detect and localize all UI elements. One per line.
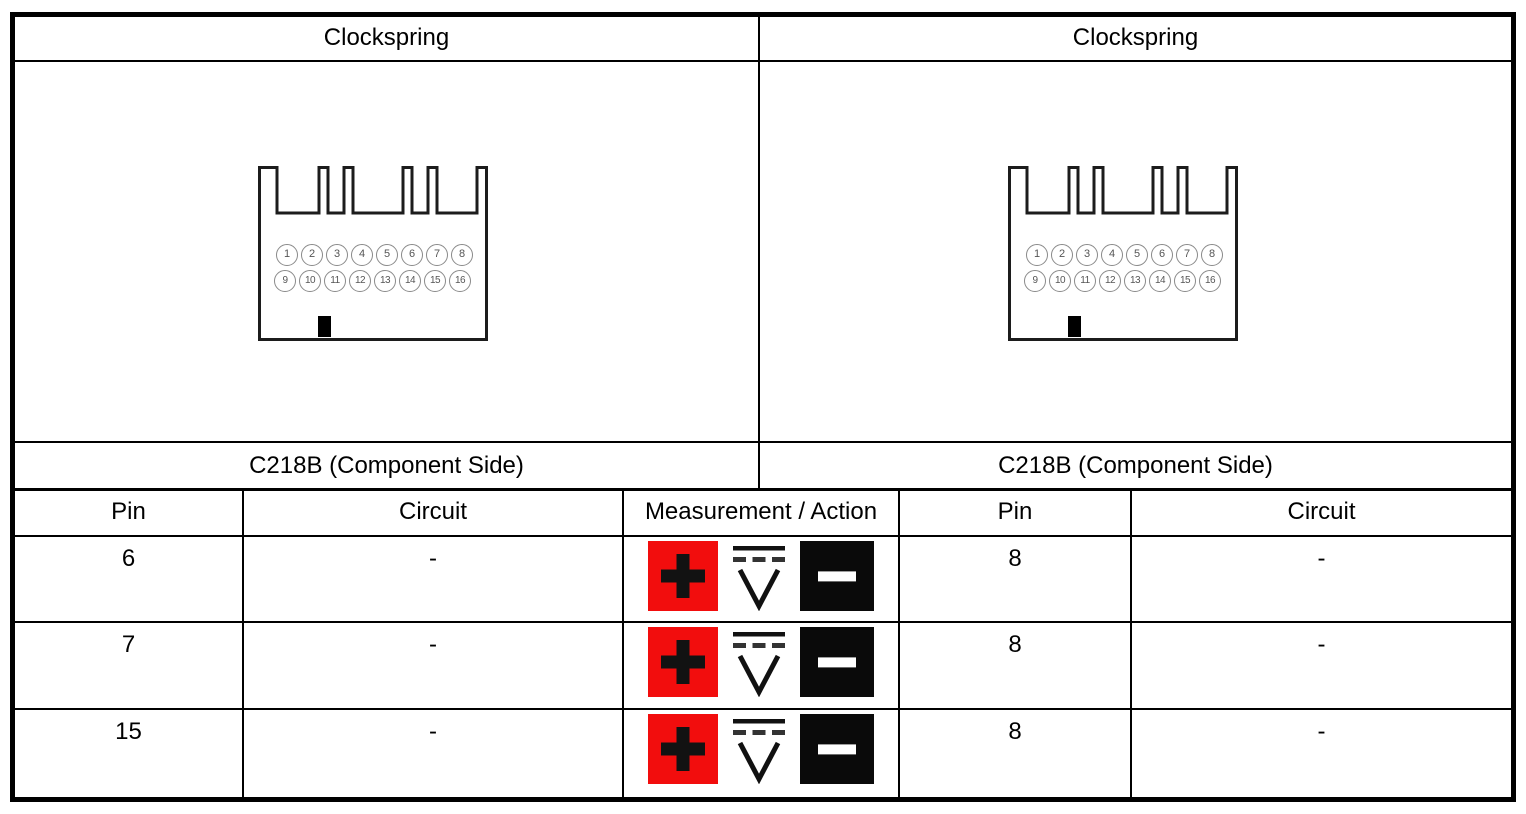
measurement-cell bbox=[622, 710, 898, 797]
pin-circle-7: 7 bbox=[1176, 244, 1198, 266]
dc-voltmeter-icon bbox=[731, 627, 787, 698]
pin-circle-13: 13 bbox=[374, 270, 396, 292]
pin-right-value: 8 bbox=[898, 710, 1130, 797]
pin-circle-5: 5 bbox=[376, 244, 398, 266]
pin-left-value: 15 bbox=[115, 718, 142, 745]
panel-title: Clockspring bbox=[760, 17, 1511, 62]
circuit-right-value: - bbox=[1130, 537, 1511, 621]
circuit-right-value: - bbox=[1130, 710, 1511, 797]
dc-voltmeter-icon bbox=[731, 714, 787, 785]
pin-circle-4: 4 bbox=[1101, 244, 1123, 266]
measurement-table: Pin Circuit Measurement / Action Pin Cir… bbox=[15, 488, 1511, 797]
pin-right-value: 8 bbox=[898, 537, 1130, 621]
pin-circle-2: 2 bbox=[301, 244, 323, 266]
pin-right-value: 8 bbox=[898, 623, 1130, 708]
panel-divider bbox=[758, 17, 760, 488]
circuit-left-value: - bbox=[242, 623, 622, 708]
pin-circle-12: 12 bbox=[349, 270, 371, 292]
table-header-row: Pin Circuit Measurement / Action Pin Cir… bbox=[15, 491, 1511, 537]
table-row: 6 - 8 - bbox=[15, 537, 1511, 623]
pin-circle-11: 11 bbox=[1074, 270, 1096, 292]
pin-circle-2: 2 bbox=[1051, 244, 1073, 266]
connector-label: C218B (Component Side) bbox=[249, 452, 524, 479]
negative-probe-icon bbox=[800, 627, 874, 697]
header-pin-left: Pin bbox=[111, 498, 146, 525]
pin-circle-3: 3 bbox=[326, 244, 348, 266]
connector-housing-outline bbox=[1008, 166, 1238, 341]
table-row: 15 - 8 - bbox=[15, 710, 1511, 797]
pin-circle-1: 1 bbox=[276, 244, 298, 266]
positive-probe-icon bbox=[648, 714, 718, 784]
panel-title: Clockspring bbox=[15, 17, 758, 62]
pin-circle-6: 6 bbox=[1151, 244, 1173, 266]
positive-probe-icon bbox=[648, 541, 718, 611]
pin-circle-16: 16 bbox=[449, 270, 471, 292]
header-circuit-left: Circuit bbox=[242, 491, 622, 535]
pin-circle-8: 8 bbox=[451, 244, 473, 266]
negative-probe-icon bbox=[800, 714, 874, 784]
pin-circle-4: 4 bbox=[351, 244, 373, 266]
pin-circle-12: 12 bbox=[1099, 270, 1121, 292]
pin-circle-3: 3 bbox=[1076, 244, 1098, 266]
pin-circle-9: 9 bbox=[1024, 270, 1046, 292]
pin-circle-10: 10 bbox=[299, 270, 321, 292]
header-measurement: Measurement / Action bbox=[622, 491, 898, 535]
pin-circle-9: 9 bbox=[274, 270, 296, 292]
measurement-cell bbox=[622, 623, 898, 708]
pin-circle-1: 1 bbox=[1026, 244, 1048, 266]
pin-circle-10: 10 bbox=[1049, 270, 1071, 292]
pin-circle-5: 5 bbox=[1126, 244, 1148, 266]
negative-probe-icon bbox=[800, 541, 874, 611]
dc-voltmeter-icon bbox=[731, 541, 787, 612]
pin-circle-14: 14 bbox=[399, 270, 421, 292]
circuit-left-value: - bbox=[242, 710, 622, 797]
circuit-right-value: - bbox=[1130, 623, 1511, 708]
pin-circle-14: 14 bbox=[1149, 270, 1171, 292]
pin-circle-8: 8 bbox=[1201, 244, 1223, 266]
connector-key-tab bbox=[318, 316, 331, 337]
header-pin-right: Pin bbox=[898, 491, 1130, 535]
measurement-cell bbox=[622, 537, 898, 621]
pin-circle-15: 15 bbox=[1174, 270, 1196, 292]
pin-circle-7: 7 bbox=[426, 244, 448, 266]
connector-housing-outline bbox=[258, 166, 488, 341]
pin-left-value: 6 bbox=[121, 545, 136, 572]
pin-circle-6: 6 bbox=[401, 244, 423, 266]
header-circuit-right: Circuit bbox=[1130, 491, 1511, 535]
pin-circle-15: 15 bbox=[424, 270, 446, 292]
pin-circle-11: 11 bbox=[324, 270, 346, 292]
table-row: 7 - 8 - bbox=[15, 623, 1511, 710]
connector-key-tab bbox=[1068, 316, 1081, 337]
pin-circle-16: 16 bbox=[1199, 270, 1221, 292]
connector-label: C218B (Component Side) bbox=[998, 452, 1273, 479]
circuit-left-value: - bbox=[242, 537, 622, 621]
pin-left-value: 7 bbox=[121, 631, 136, 658]
positive-probe-icon bbox=[648, 627, 718, 697]
pin-circle-13: 13 bbox=[1124, 270, 1146, 292]
